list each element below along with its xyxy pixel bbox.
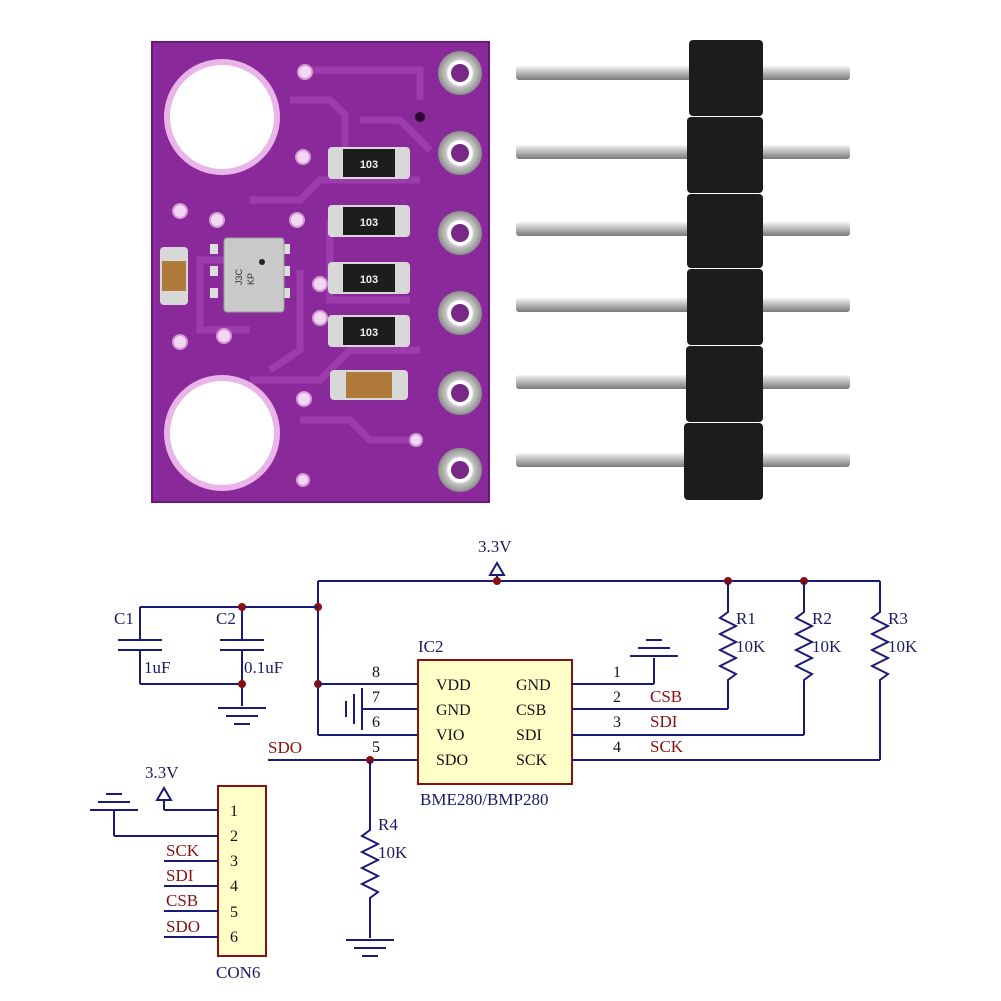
connector-pin-number: 1 [230,803,238,820]
ic-part: BME280/BMP280 [420,790,548,809]
pin-number: 7 [372,689,380,706]
resistor-marking: 103 [360,159,378,171]
smd-capacitor-1 [330,370,408,400]
net-label-sdo: SDO [268,738,302,757]
header-pin [516,453,850,467]
smd-resistor-2: 103 [328,205,410,237]
vias [172,64,423,487]
supply-arrow-icon [155,786,173,801]
smd-capacitor-2 [160,247,188,305]
pin-number: 1 [613,664,621,681]
net-label-csb: CSB [650,687,682,706]
capacitor-c2 [220,639,264,651]
sensor-breakout-board: 103 103 103 103 [151,41,490,503]
smd-resistor-4: 103 [328,315,410,347]
cap-ref-c2: C2 [216,609,236,628]
cap-value-c2: 0.1uF [244,658,283,677]
header-pads [438,51,482,492]
pin-header [516,40,850,500]
ground-symbol-icon [345,688,363,730]
res-value-r3: 10K [888,637,918,656]
supply-label-con: 3.3V [145,763,179,782]
connector-pin-number: 3 [230,853,238,870]
res-value-r2: 10K [812,637,842,656]
resistor-marking: 103 [360,217,378,229]
header-pin [516,66,850,80]
connector-pin-number: 5 [230,904,238,921]
res-ref-r2: R2 [812,609,832,628]
pin-name: VDD [436,677,471,694]
smd-resistor-1: 103 [328,147,410,179]
header-pin [516,145,850,159]
ground-symbol-icon [346,939,394,957]
pin-name: GND [516,677,551,694]
connector-signal-sdo: SDO [166,917,200,936]
supply-arrow-icon [488,561,506,576]
ground-symbol-icon [218,707,266,725]
capacitor-c1 [118,639,162,651]
header-plastic [684,40,763,500]
pin-number: 6 [372,714,380,731]
pin-name: VIO [436,727,464,744]
res-value-r4: 10K [378,843,408,862]
pin-name: SDI [516,727,542,744]
resistor-r3 [869,581,891,760]
res-value-r1: 10K [736,637,766,656]
ic-ref: IC2 [418,637,444,656]
res-ref-r1: R1 [736,609,756,628]
pin-name: SDO [436,752,468,769]
resistor-r1 [717,581,739,709]
header-pin [516,298,850,312]
chip-marking-1: J3C [234,268,244,285]
ic-body [417,659,573,785]
connector-signal-csb: CSB [166,891,198,910]
pin-name: SCK [516,752,548,769]
pin-number: 4 [613,739,621,756]
connector-pin-number: 4 [230,878,238,895]
res-ref-r3: R3 [888,609,908,628]
header-pin [516,222,850,236]
pin-name: GND [436,702,471,719]
pin-name: CSB [516,702,546,719]
connector-pin-number: 2 [230,828,238,845]
pin-number: 3 [613,714,621,731]
schematic: 3.3V C1 1uF C2 0.1uF [90,537,918,982]
connector-signal-sck: SCK [166,841,200,860]
chip-marking-2: KP [246,273,256,285]
res-ref-r4: R4 [378,815,398,834]
connector-pin-number: 6 [230,929,238,946]
cap-value-c1: 1uF [144,658,170,677]
resistor-r2 [793,581,815,735]
connector-signal-sdi: SDI [166,866,194,885]
net-label-sdi: SDI [650,712,678,731]
supply-label-top: 3.3V [478,537,512,556]
resistor-r4 [359,760,381,938]
net-label-sck: SCK [650,737,684,756]
sensor-chip: J3C KP [210,237,290,313]
pcb-traces [196,66,433,444]
resistor-marking: 103 [360,327,378,339]
resistor-marking: 103 [360,274,378,286]
ground-symbol-icon [630,639,678,657]
pin-number: 8 [372,664,380,681]
pin-number: 5 [372,739,380,756]
pin-number: 2 [613,689,621,706]
smd-resistor-3: 103 [328,262,410,294]
connector-ref: CON6 [216,963,260,982]
connector-body [217,785,267,957]
cap-ref-c1: C1 [114,609,134,628]
ground-symbol-icon [90,793,138,811]
header-pin [516,375,850,389]
